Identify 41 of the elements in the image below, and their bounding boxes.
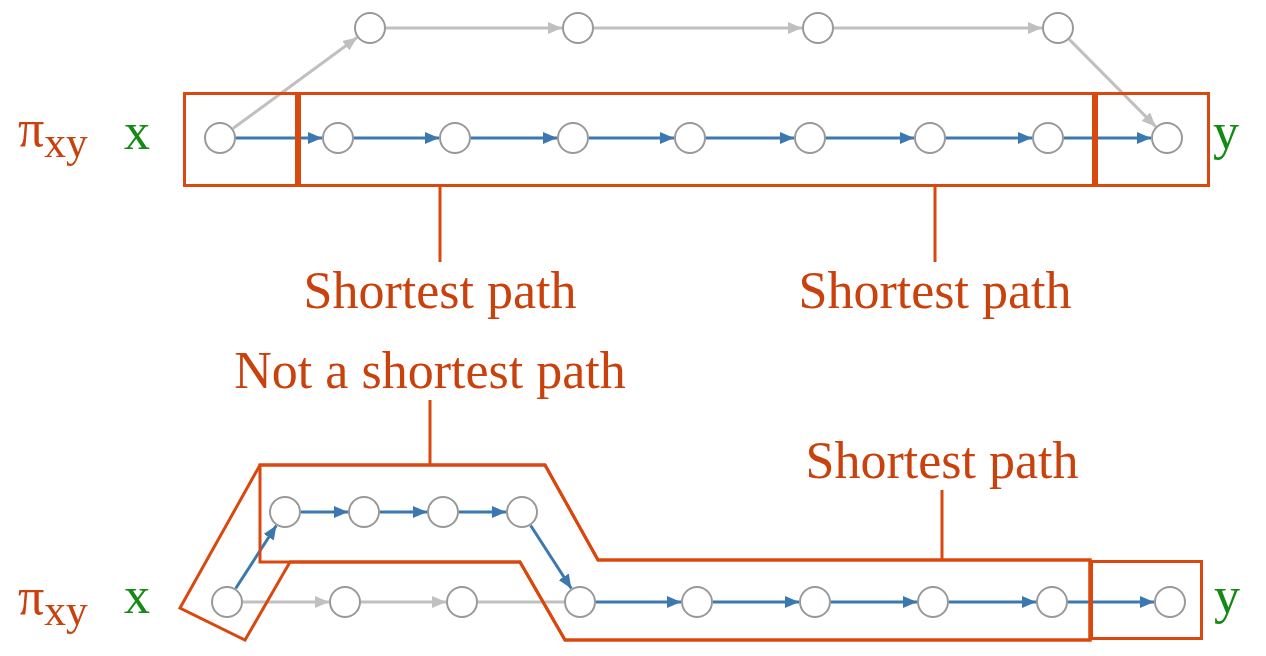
callout-label: Shortest path	[755, 262, 1115, 320]
leader-line	[933, 187, 937, 262]
arrow	[361, 596, 446, 608]
arrow	[826, 132, 914, 144]
path-symbol: π$_{xy}$	[18, 568, 88, 637]
path-symbol: π$_{xy}$	[18, 100, 88, 169]
arrow	[834, 22, 1042, 34]
arrow	[706, 132, 794, 144]
arrow	[380, 506, 427, 518]
arrow	[529, 524, 573, 590]
arrow	[354, 132, 439, 144]
arrow	[589, 132, 674, 144]
highlight-box	[298, 92, 1095, 187]
endpoint-label: y	[1214, 570, 1240, 622]
arrow	[234, 524, 278, 590]
callout-label: Shortest path	[762, 432, 1122, 490]
arrow	[713, 596, 799, 608]
arrow	[471, 132, 557, 144]
callout-label: Not a shortest path	[180, 342, 680, 400]
arrow	[1064, 132, 1151, 144]
endpoint-label: x	[124, 106, 150, 158]
endpoint-label: x	[124, 570, 150, 622]
arrow	[594, 22, 802, 34]
arrow	[1068, 596, 1154, 608]
arrow	[596, 596, 681, 608]
connector-line	[478, 600, 564, 604]
arrow	[232, 36, 358, 130]
arrow	[301, 506, 348, 518]
arrow	[386, 22, 562, 34]
leader-line	[438, 187, 442, 262]
arrow	[831, 596, 917, 608]
callout-label: Shortest path	[260, 262, 620, 320]
leader-line	[940, 490, 944, 560]
arrow	[459, 506, 506, 518]
leader-line	[428, 400, 432, 465]
arrow	[1068, 38, 1157, 128]
endpoint-label: y	[1213, 106, 1239, 158]
arrow	[946, 132, 1032, 144]
arrow	[236, 132, 322, 144]
arrow	[949, 596, 1036, 608]
arrow	[243, 596, 329, 608]
